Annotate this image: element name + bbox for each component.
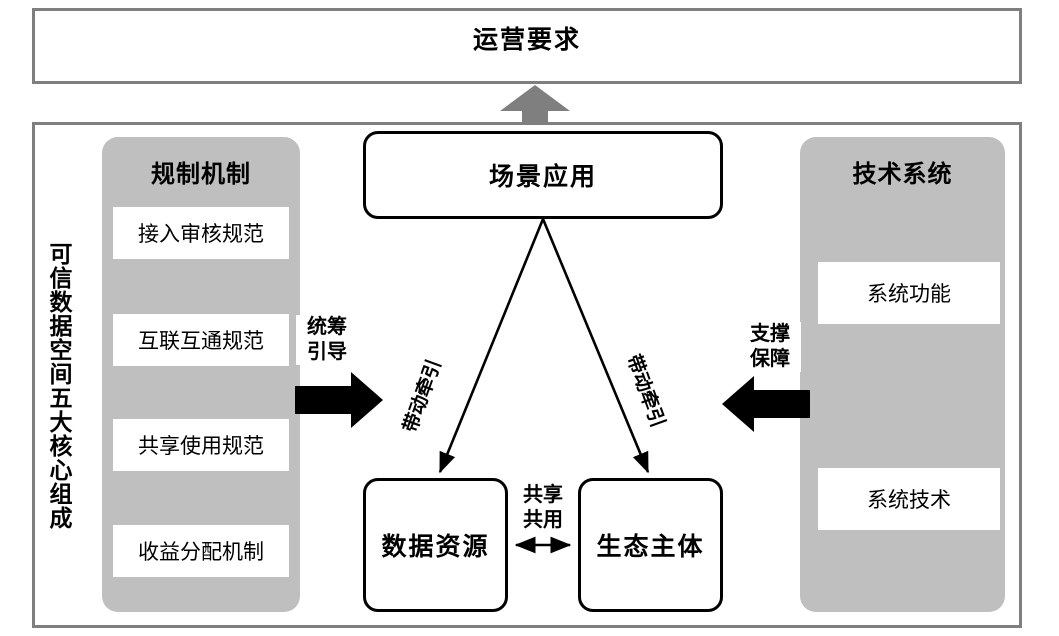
right-arrow-label: 支撑 保障 [739, 322, 801, 372]
share-label-line2: 共用 [523, 509, 563, 531]
right-arrow-label-line2: 保障 [750, 348, 790, 370]
panel-left-item-2[interactable]: 共享使用规范 [113, 419, 289, 471]
left-pointing-arrow-icon [722, 376, 810, 432]
vertical-caption: 可信数据空间五大核心组成 [46, 241, 72, 530]
left-arrow-label-line2: 引导 [307, 341, 347, 363]
share-label-line1: 共享 [523, 484, 563, 506]
box-ecology-entity[interactable]: 生态主体 [578, 478, 723, 612]
right-arrow-label-line1: 支撑 [750, 323, 790, 345]
panel-right-title: 技术系统 [852, 161, 953, 188]
box-data-resource[interactable]: 数据资源 [363, 478, 508, 612]
share-label: 共享 共用 [508, 483, 578, 533]
panel-regulation-mechanism: 规制机制 接入审核规范 互联互通规范 共享使用规范 收益分配机制 [102, 137, 300, 612]
panel-technical-system: 技术系统 系统功能 系统技术 [800, 137, 1005, 612]
panel-left-item-1[interactable]: 互联互通规范 [113, 314, 289, 366]
panel-left-item-3[interactable]: 收益分配机制 [113, 525, 289, 577]
page-title: 运营要求 [472, 26, 581, 54]
panel-right-item-1[interactable]: 系统技术 [818, 468, 1000, 530]
up-arrow-icon [500, 85, 570, 122]
left-arrow-label-line1: 统筹 [307, 316, 347, 338]
panel-right-item-0[interactable]: 系统功能 [818, 262, 1000, 324]
right-pointing-arrow-icon [295, 372, 383, 428]
panel-left-title: 规制机制 [151, 161, 251, 188]
operational-requirements-frame [32, 8, 1022, 84]
panel-left-item-0[interactable]: 接入审核规范 [113, 207, 289, 259]
left-arrow-label: 统筹 引导 [296, 315, 358, 365]
box-scene-application[interactable]: 场景应用 [363, 131, 723, 219]
